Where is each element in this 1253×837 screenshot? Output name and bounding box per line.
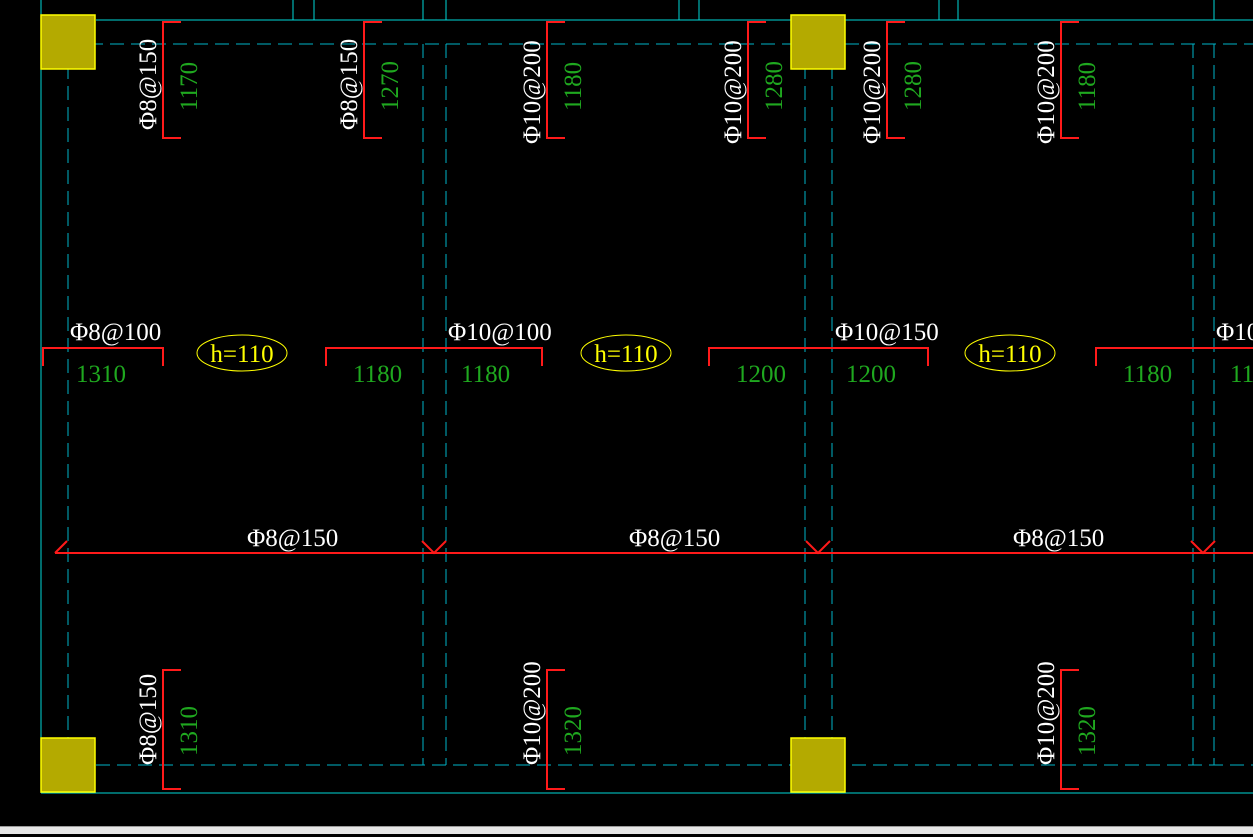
thickness-tag[interactable]: h=110 bbox=[580, 334, 672, 372]
rebar-length: 1200 bbox=[846, 361, 896, 388]
rebar-spec: Φ10 bbox=[1216, 319, 1253, 346]
thickness-tag[interactable]: h=110 bbox=[196, 334, 288, 372]
middle-rebars bbox=[42, 347, 1253, 366]
rebar-spec: Φ10@200 bbox=[859, 40, 886, 144]
rebar-length: 1280 bbox=[900, 61, 927, 111]
rebar-hook bbox=[805, 540, 831, 555]
rebar-spec: Φ10@100 bbox=[448, 319, 552, 346]
rebar-bracket[interactable] bbox=[42, 347, 164, 366]
middle-lengths: 1310 1180 1180 1200 1200 1180 11 bbox=[76, 361, 1253, 388]
rebar-group[interactable]: Φ10@200 1280 bbox=[720, 21, 788, 144]
bottom-span-specs: Φ8@150 Φ8@150 Φ8@150 bbox=[247, 525, 1104, 552]
bottom-rebars: Φ8@150 1310 Φ10@200 1320 Φ10@200 1320 bbox=[135, 661, 1101, 790]
beam-lines bbox=[40, 0, 1253, 794]
rebar-hook bbox=[421, 540, 447, 555]
rebar-length: 11 bbox=[1230, 361, 1253, 388]
rebar-spec: Φ8@100 bbox=[70, 319, 161, 346]
rebar-spec: Φ8@150 bbox=[1013, 525, 1104, 552]
rebar-bracket bbox=[1060, 21, 1079, 139]
rebar-spec: Φ8@150 bbox=[629, 525, 720, 552]
rebar-group[interactable]: Φ8@150 1270 bbox=[336, 21, 404, 139]
rebar-spec: Φ8@150 bbox=[135, 674, 162, 765]
rebar-spec: Φ8@150 bbox=[336, 39, 363, 130]
rebar-hook bbox=[1190, 540, 1216, 555]
rebar-length: 1310 bbox=[176, 706, 203, 756]
rebar-length: 1170 bbox=[176, 62, 203, 111]
rebar-bracket[interactable] bbox=[325, 347, 543, 366]
rebar-length: 1200 bbox=[736, 361, 786, 388]
thickness-text: h=110 bbox=[978, 341, 1041, 368]
thickness-ellipse bbox=[964, 334, 1056, 372]
rebar-group[interactable]: Φ10@200 1320 bbox=[1033, 661, 1101, 790]
rebar-bracket bbox=[546, 669, 565, 790]
rebar-bracket bbox=[162, 669, 181, 790]
rebar-bracket bbox=[747, 21, 766, 139]
bottom-through-rebar[interactable] bbox=[54, 540, 1253, 555]
status-strip bbox=[0, 826, 1253, 834]
rebar-spec: Φ10@150 bbox=[835, 319, 939, 346]
opening-outline-1 bbox=[313, 0, 424, 21]
thickness-ellipse bbox=[580, 334, 672, 372]
rebar-group[interactable]: Φ10@200 1280 bbox=[859, 21, 927, 144]
rebar-group[interactable]: Φ10@200 1320 bbox=[519, 661, 587, 790]
middle-specs: Φ8@100 Φ10@100 Φ10@150 Φ10 bbox=[70, 319, 1253, 346]
thickness-text: h=110 bbox=[210, 341, 273, 368]
rebar-bracket bbox=[363, 21, 382, 139]
rebar-bracket bbox=[546, 21, 565, 139]
rebar-length: 1320 bbox=[1074, 706, 1101, 756]
rebar-spec: Φ10@200 bbox=[1033, 40, 1060, 144]
rebar-length: 1180 bbox=[461, 361, 510, 388]
slab-thickness-labels: h=110 h=110 h=110 bbox=[196, 334, 1056, 372]
rebar-spec: Φ10@200 bbox=[1033, 661, 1060, 765]
rebar-length: 1180 bbox=[353, 361, 402, 388]
column[interactable] bbox=[40, 14, 96, 70]
rebar-length: 1180 bbox=[1074, 62, 1101, 111]
rebar-bracket bbox=[886, 21, 905, 139]
rebar-length: 1320 bbox=[560, 706, 587, 756]
rebar-bracket[interactable] bbox=[1095, 347, 1253, 366]
rebar-group[interactable]: Φ8@150 1310 bbox=[135, 669, 203, 790]
axis-lines bbox=[67, 43, 1253, 766]
rebar-spec: Φ10@200 bbox=[519, 661, 546, 765]
thickness-tag[interactable]: h=110 bbox=[964, 334, 1056, 372]
rebar-group[interactable]: Φ10@200 1180 bbox=[519, 21, 587, 144]
rebar-bracket bbox=[1060, 669, 1079, 790]
rebar-length: 1280 bbox=[761, 61, 788, 111]
rebar-bracket[interactable] bbox=[708, 347, 929, 366]
rebar-spec: Φ8@150 bbox=[135, 39, 162, 130]
rebar-spec: Φ10@200 bbox=[720, 40, 747, 144]
column[interactable] bbox=[40, 737, 96, 793]
rebar-length: 1270 bbox=[377, 61, 404, 111]
thickness-text: h=110 bbox=[594, 341, 657, 368]
column[interactable] bbox=[790, 14, 846, 70]
top-rebars: Φ8@150 1170 Φ8@150 1270 Φ10@200 1180 Φ10… bbox=[135, 21, 1101, 144]
rebar-bracket bbox=[162, 21, 181, 139]
rebar-hook bbox=[54, 540, 68, 554]
columns bbox=[40, 14, 846, 793]
rebar-spec: Φ10@200 bbox=[519, 40, 546, 144]
rebar-group[interactable]: Φ10@200 1180 bbox=[1033, 21, 1101, 144]
rebar-spec: Φ8@150 bbox=[247, 525, 338, 552]
rebar-length: 1180 bbox=[1123, 361, 1172, 388]
thickness-ellipse bbox=[196, 334, 288, 372]
rebar-length: 1310 bbox=[76, 361, 126, 388]
rebar-group[interactable]: Φ8@150 1170 bbox=[135, 21, 203, 139]
column[interactable] bbox=[790, 737, 846, 793]
rebar-length: 1180 bbox=[560, 62, 587, 111]
